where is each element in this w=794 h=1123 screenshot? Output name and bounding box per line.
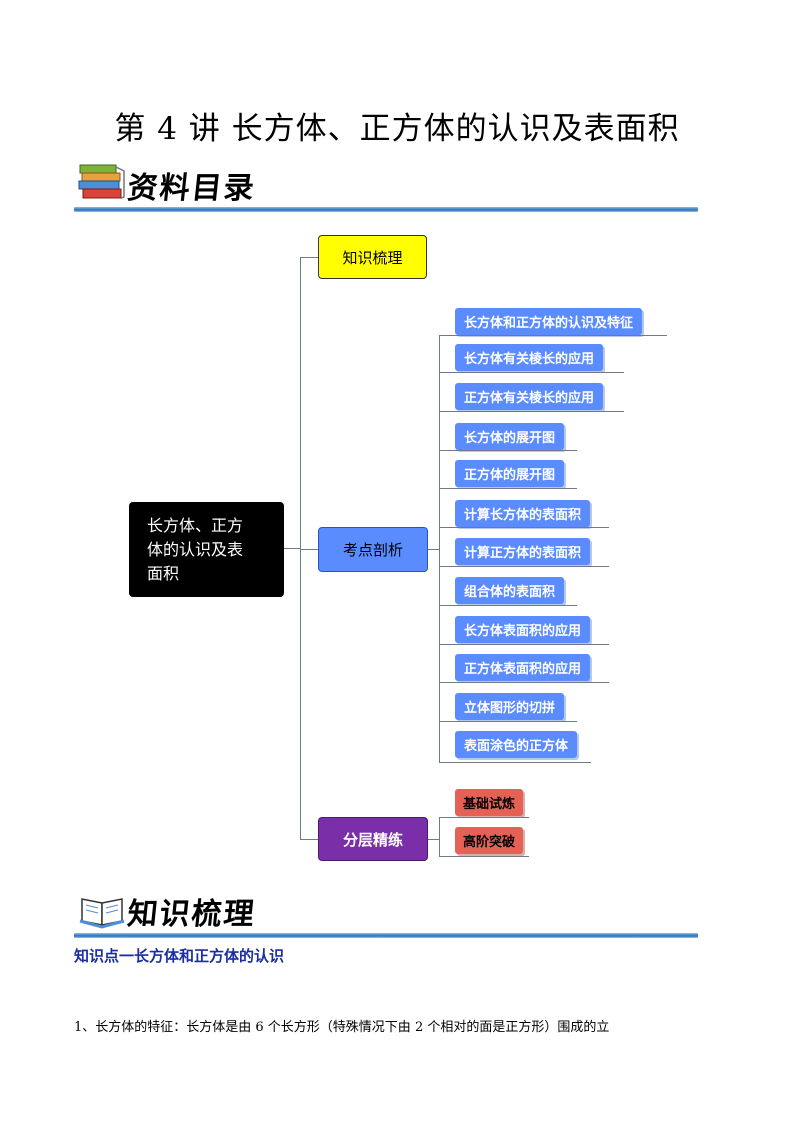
exam-item: 计算长方体的表面积 bbox=[455, 500, 591, 527]
exam-item: 长方体的展开图 bbox=[455, 423, 565, 450]
node-knowledge-label: 知识梳理 bbox=[342, 248, 403, 267]
open-book-icon bbox=[79, 898, 125, 929]
practice-item-underline bbox=[439, 817, 529, 818]
exam-item: 长方体表面积的应用 bbox=[455, 616, 591, 643]
exam-item-underline bbox=[439, 372, 624, 373]
exam-item: 表面涂色的正方体 bbox=[455, 731, 578, 758]
toc-section-label: 资料目录 bbox=[125, 171, 258, 206]
connector-exam-out bbox=[428, 549, 440, 550]
exam-item: 组合体的表面积 bbox=[455, 577, 565, 604]
exam-item-underline bbox=[439, 762, 591, 763]
exam-item-underline bbox=[439, 488, 577, 489]
section-divider bbox=[74, 207, 698, 212]
connector-exam-branch bbox=[439, 335, 440, 763]
mindmap-root-label: 长方体、正方体的认识及表面积 bbox=[147, 515, 244, 583]
connector-trunk bbox=[300, 257, 301, 840]
exam-item-underline bbox=[439, 566, 609, 567]
exam-item: 正方体表面积的应用 bbox=[455, 654, 591, 681]
connector-root bbox=[284, 548, 301, 549]
exam-item: 计算正方体的表面积 bbox=[455, 538, 591, 565]
books-icon bbox=[78, 164, 125, 199]
document-title: 第 4 讲 长方体、正方体的认识及表面积 bbox=[114, 111, 680, 147]
connector-exam bbox=[300, 549, 318, 550]
exam-item: 正方体的展开图 bbox=[455, 460, 565, 487]
connector-practice bbox=[300, 839, 318, 840]
knowledge-point-text: 1、长方体的特征：长方体是由 6 个长方形（特殊情况下由 2 个相对的面是正方形… bbox=[74, 1020, 610, 1035]
node-exam-label: 考点剖析 bbox=[342, 541, 403, 559]
exam-item: 长方体和正方体的认识及特征 bbox=[455, 308, 643, 335]
exam-item-underline bbox=[439, 450, 577, 451]
section-divider bbox=[74, 933, 698, 938]
exam-item: 长方体有关棱长的应用 bbox=[455, 344, 604, 371]
node-exam: 考点剖析 bbox=[318, 527, 428, 572]
practice-item-underline bbox=[439, 856, 529, 857]
exam-item-underline bbox=[439, 721, 577, 722]
connector-knowledge bbox=[300, 257, 318, 258]
exam-item-underline bbox=[439, 411, 624, 412]
knowledge-point-title: 知识点一长方体和正方体的认识 bbox=[74, 947, 285, 965]
knowledge-section-label: 知识梳理 bbox=[125, 897, 258, 932]
practice-item: 基础试炼 bbox=[455, 789, 524, 816]
mindmap-root-node: 长方体、正方体的认识及表面积 bbox=[129, 502, 284, 597]
exam-item: 正方体有关棱长的应用 bbox=[455, 383, 604, 410]
exam-item-underline bbox=[439, 644, 609, 645]
toc-section-header: 资料目录 bbox=[74, 159, 698, 215]
exam-item: 立体图形的切拼 bbox=[455, 693, 565, 720]
exam-item-underline bbox=[439, 527, 609, 528]
exam-item-underline bbox=[439, 682, 609, 683]
connector-practice-out bbox=[428, 839, 440, 840]
exam-item-underline bbox=[439, 335, 667, 336]
node-knowledge: 知识梳理 bbox=[318, 235, 427, 279]
knowledge-section-header: 知识梳理 bbox=[74, 885, 698, 941]
practice-item: 高阶突破 bbox=[455, 827, 524, 854]
exam-item-underline bbox=[439, 605, 577, 606]
node-practice: 分层精练 bbox=[318, 817, 428, 861]
connector-practice-branch bbox=[439, 817, 440, 856]
node-practice-label: 分层精练 bbox=[342, 830, 403, 849]
